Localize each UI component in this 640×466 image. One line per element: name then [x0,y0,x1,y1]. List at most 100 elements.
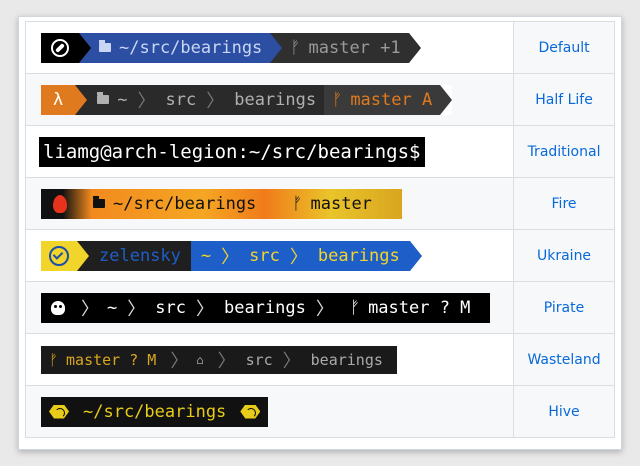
theme-name-wasteland: Wasteland [513,333,615,386]
segment-arrow [79,32,91,63]
skull-segment [41,293,75,323]
git-segment: ᚠ master +1 [282,32,409,63]
skull-icon [51,300,65,315]
git-segment: ᚠ master ? M [350,293,491,323]
segment-arrow [408,32,421,63]
path-text: ~/src/bearings [113,193,257,214]
path-separator: 〉 [282,350,301,372]
prompt-bar-ukraine: zelensky ~ 〉 src 〉 bearings [41,240,422,271]
dir-text: bearings [223,297,306,318]
path-segment: ~/src/bearings [91,32,271,63]
path-separator: 〉 [127,298,146,320]
segment-arrow [270,32,283,63]
segment-arrow [409,240,422,271]
theme-name-halflife: Half Life [513,73,615,126]
git-segment: ᚠ master A [324,84,441,115]
preview-default: ~/src/bearings ᚠ master +1 [24,21,515,74]
prompt-text: liamg@arch-legion:~/src/bearings$ [43,140,421,163]
lambda-icon: λ [53,89,64,110]
prompt-bar-traditional: liamg@arch-legion:~/src/bearings$ [39,136,425,167]
path-segment: ~ 〉 src 〉 bearings [190,240,410,271]
dir-text: bearings [234,89,317,110]
path-segment: ~/src/bearings [79,189,264,219]
segment-arrow [77,240,89,271]
git-segment: ᚠ master [264,189,402,219]
path-separator: 〉 [217,350,236,372]
segment-arrow [440,84,453,115]
path-separator: 〉 [315,298,334,320]
path-text: ~/src/bearings [83,401,227,422]
theme-name-fire: Fire [513,177,615,230]
preview-pirate: 〉 ~ 〉 src 〉 bearings 〉 ᚠ master ? M [24,281,515,334]
home-text: ~ [107,297,118,318]
hive-icon [49,404,69,419]
prompt-bar-halflife: λ ~ 〉 src 〉 bearings ᚠ master A [41,84,453,115]
table-row: λ ~ 〉 src 〉 bearings ᚠ master A Half Lif [24,73,615,126]
preview-halflife: λ ~ 〉 src 〉 bearings ᚠ master A [24,73,515,126]
dir-text: src [245,350,273,369]
hive-icon [240,404,261,419]
branch-text: master A [350,89,433,110]
prompt-bar-hive: ~/src/bearings [41,396,269,427]
git-branch-icon: ᚠ [49,350,59,369]
path-separator: 〉 [170,350,189,372]
prompt-bar-pirate: 〉 ~ 〉 src 〉 bearings 〉 ᚠ master ? M [41,292,491,323]
dir-text: bearings [310,350,383,369]
home-text: ~ [117,89,128,110]
dir-text: src [165,89,197,110]
path-separator: 〉 [195,298,214,320]
path-separator: 〉 [206,90,225,112]
path-separator: 〉 [137,90,156,112]
table-row: ᚠ master ? M 〉 ⌂ 〉 src 〉 bearings Wastel… [24,333,615,386]
dir-text: bearings [317,245,400,266]
branch-text: master ? M [66,350,157,369]
path-separator: 〉 [81,298,99,320]
dir-text: src [249,245,280,266]
home-text: ~ [200,245,212,266]
preview-wasteland: ᚠ master ? M 〉 ⌂ 〉 src 〉 bearings [24,333,515,386]
path-segment: ~/src/bearings [77,397,232,427]
segment-arrow [75,84,88,115]
hive-end-segment [232,397,268,427]
git-branch-icon: ᚠ [349,297,361,318]
theme-table-frame: ~/src/bearings ᚠ master +1 Default λ [18,16,622,450]
git-branch-icon: ᚠ [332,89,343,110]
folder-icon [97,92,110,104]
preview-hive: ~/src/bearings [24,385,515,438]
table-row: 〉 ~ 〉 src 〉 bearings 〉 ᚠ master ? M Pira… [24,281,615,334]
preview-fire: ~/src/bearings ᚠ master [24,177,515,230]
path-text: ~/src/bearings [119,37,263,58]
preview-ukraine: zelensky ~ 〉 src 〉 bearings [24,229,515,282]
dir-text: src [155,297,186,318]
prompt-bar-wasteland: ᚠ master ? M 〉 ⌂ 〉 src 〉 bearings [41,345,397,374]
theme-name-pirate: Pirate [513,281,615,334]
git-branch-icon: ᚠ [292,193,303,214]
table-row: ~/src/bearings ᚠ master Fire [24,177,615,230]
home-icon: ⌂ [196,352,204,367]
table-row: zelensky ~ 〉 src 〉 bearings Ukraine [24,229,615,282]
theme-name-traditional: Traditional [513,125,615,178]
path-separator: 〉 [289,246,308,268]
hive-start-segment [41,397,77,427]
theme-name-hive: Hive [513,385,615,438]
path-separator: 〉 [221,246,240,268]
table-row: ~/src/bearings Hive [24,385,615,438]
git-segment: ᚠ master ? M [41,346,164,374]
path-segment: 〉 ~ 〉 src 〉 bearings 〉 [75,293,350,323]
flame-icon [53,194,67,213]
folder-icon [99,40,111,52]
path-segment: ~ 〉 src 〉 bearings [87,85,324,115]
compass-icon [51,38,69,57]
theme-name-default: Default [513,21,615,74]
compass-segment [41,32,79,63]
branch-text: master [310,193,372,214]
flame-segment [41,189,79,219]
table-row: ~/src/bearings ᚠ master +1 Default [24,21,615,74]
check-icon [49,245,69,266]
theme-table: ~/src/bearings ᚠ master +1 Default λ [24,21,615,438]
status-segment [41,240,77,271]
path-segment: 〉 ⌂ 〉 src 〉 bearings [164,346,397,374]
user-segment: zelensky [89,241,191,271]
folder-icon [93,196,105,208]
prompt-bar-default: ~/src/bearings ᚠ master +1 [41,32,421,63]
